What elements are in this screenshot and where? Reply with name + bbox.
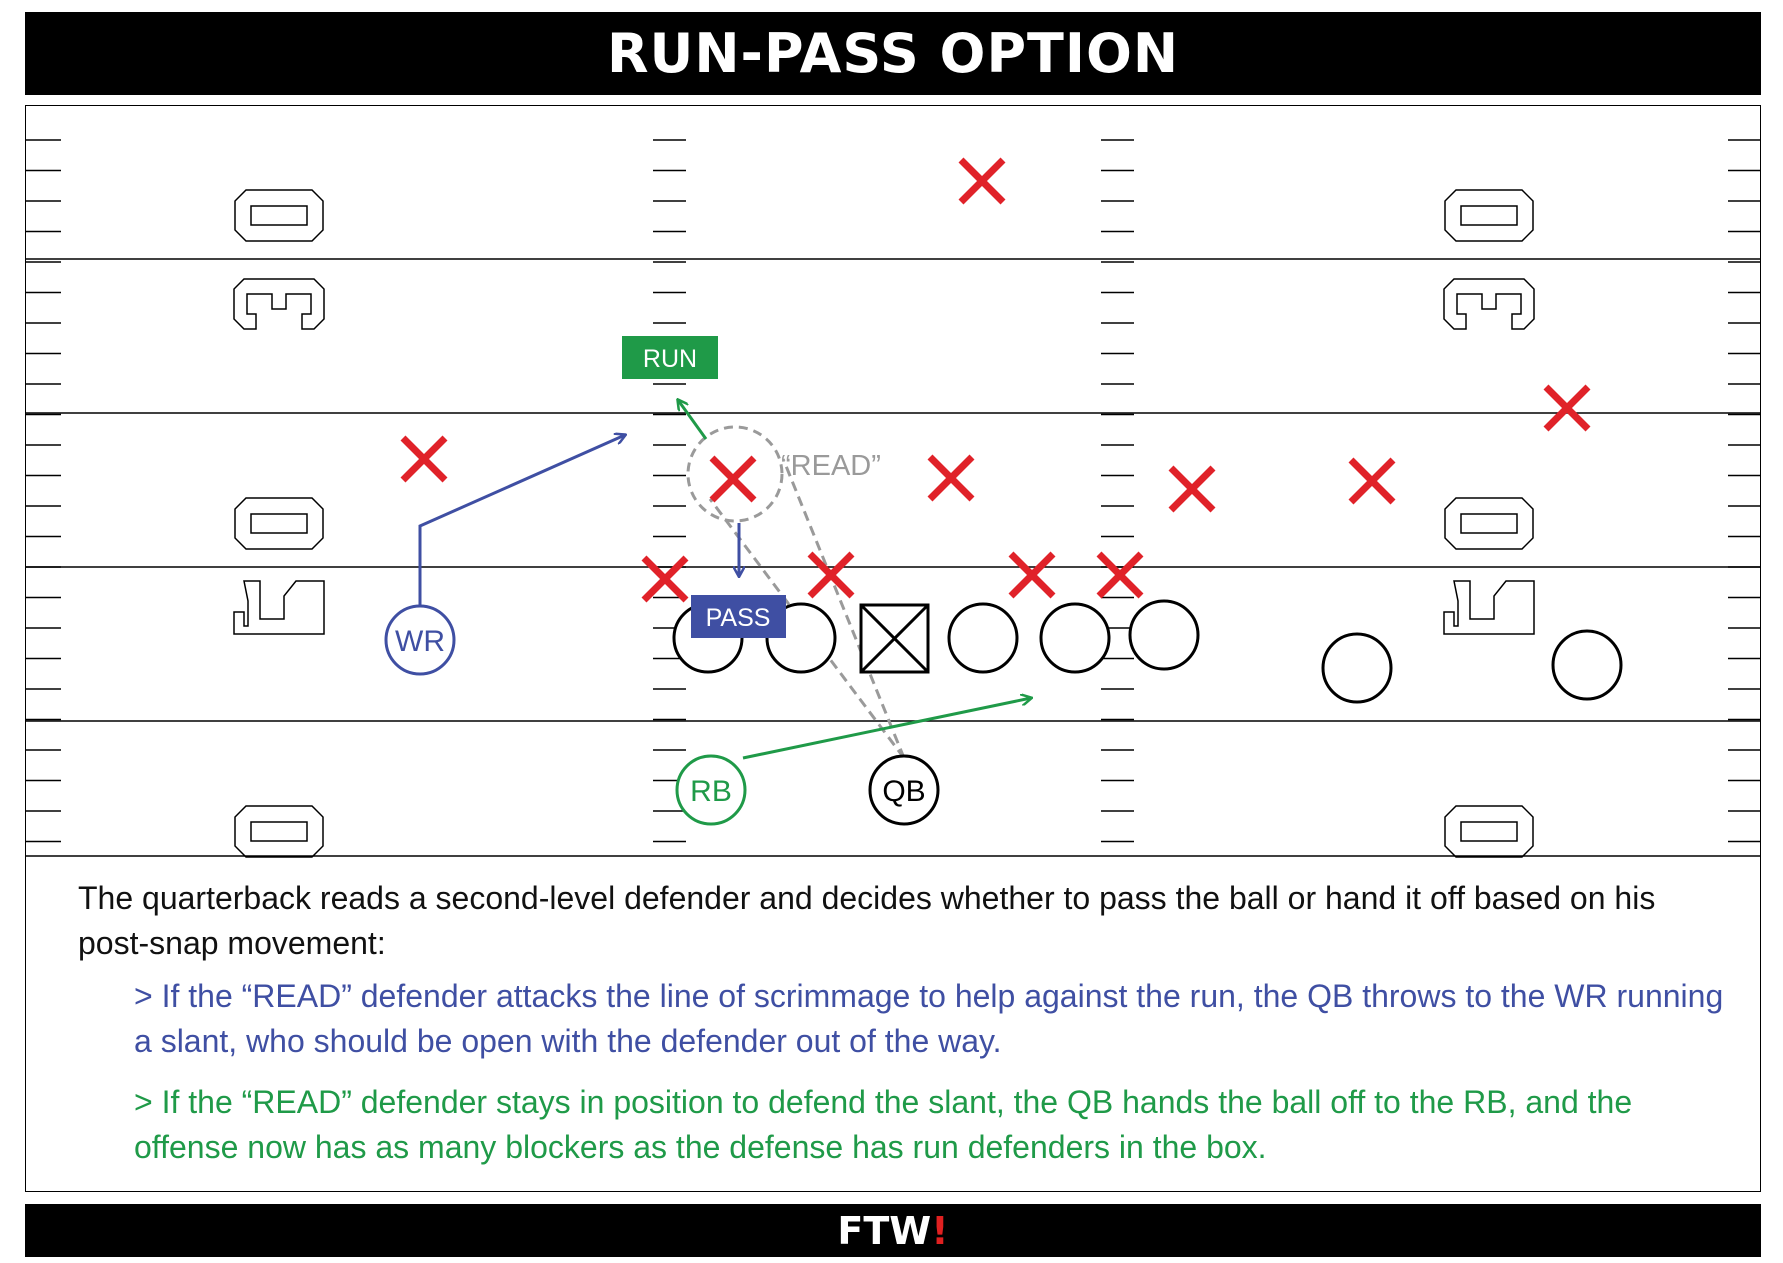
page-title: RUN-PASS OPTION [606,22,1180,85]
defender-x [709,455,757,503]
read-label: “READ” [781,450,881,482]
pass-option-text: > If the “READ” defender attacks the lin… [134,978,1724,1059]
defender-x [958,157,1006,205]
footer-logo: FTW! [837,1208,949,1253]
offensive-line [672,599,1623,704]
read-zone-circle [686,425,784,523]
qb-label: QB [882,775,925,808]
title-bar: RUN-PASS OPTION [25,12,1761,95]
run-label: RUN [643,345,697,373]
yard-number-0-top-right [1444,189,1534,242]
yard-number-2-left [233,580,325,635]
yard-number-0-bottom-left [234,805,324,858]
description-main: The quarterback reads a second-level def… [78,880,1656,961]
yard-numbers-left [233,189,325,858]
run-arrow [678,400,708,440]
rb-route [742,698,1031,760]
run-option-text: > If the “READ” defender stays in positi… [134,1084,1633,1165]
offensive-player [1128,599,1200,671]
description: The quarterback reads a second-level def… [54,876,1734,1186]
defender-x [1168,465,1216,513]
defender-x [1348,457,1396,505]
yard-number-3-left [233,278,325,330]
offensive-player [1551,629,1623,701]
footer-bar: FTW! [25,1204,1761,1257]
pass-label-box: PASS [691,595,786,638]
run-label-box: RUN [622,336,718,379]
wr-player: WR [384,604,456,676]
football-field: “READ” WR [26,139,1760,858]
offensive-player [947,602,1019,674]
diagram-frame: “READ” WR [25,105,1761,1192]
offensive-player [1039,602,1111,674]
offensive-player [1321,632,1393,704]
qb-player: QB [868,754,940,826]
yard-lines [26,258,1760,722]
hash-marks [26,139,1760,843]
defender-x [807,551,855,599]
wr-label: WR [395,625,445,658]
yard-number-0-mid-right [1444,497,1534,550]
yard-numbers-right [1443,189,1535,858]
yard-number-2-right [1443,580,1535,635]
yard-number-0-mid-left [234,497,324,550]
yard-number-0-bottom-right [1444,805,1534,858]
rb-player: RB [675,754,747,826]
defender-x [400,435,448,483]
yard-number-3-right [1443,278,1535,330]
yard-number-0-top-left [234,189,324,242]
defender-x [1096,551,1144,599]
defender-x [927,454,975,502]
defender-x [1008,551,1056,599]
defender-x [641,555,689,603]
pass-label: PASS [706,604,771,632]
defenders [400,157,1591,603]
wr-slant-route [418,435,625,611]
defender-x [1543,384,1591,432]
rb-label: RB [690,775,732,808]
